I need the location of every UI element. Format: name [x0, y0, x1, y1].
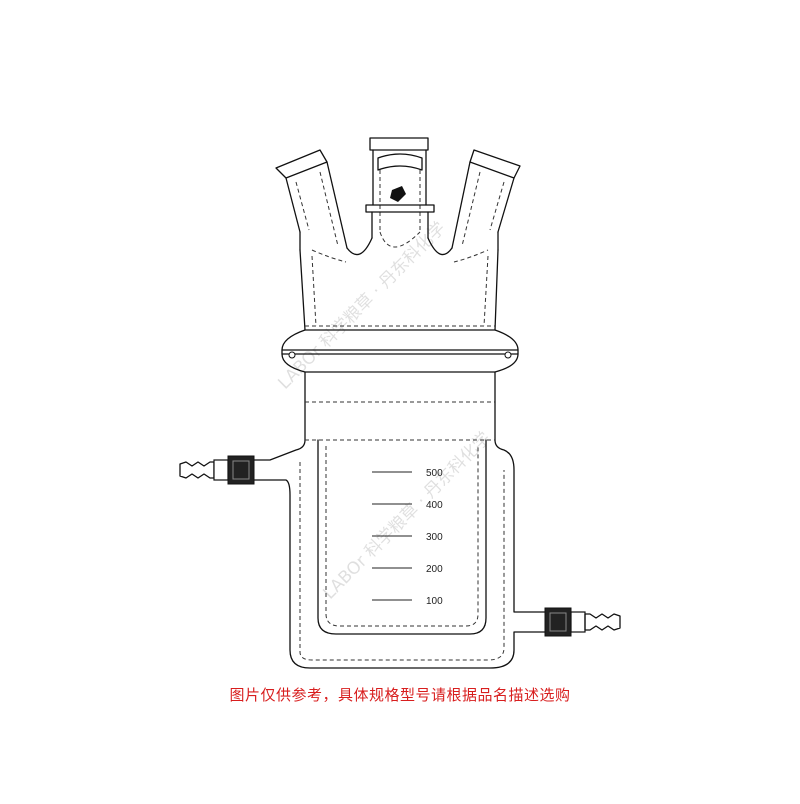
graduation-label-200: 200 — [426, 564, 443, 575]
jacket-outer — [229, 371, 546, 669]
center-neck — [365, 137, 435, 239]
right-hose-connector — [544, 607, 621, 637]
watermark-line-1: LABOr 科学粮草 · 丹东科化学 — [274, 218, 449, 393]
graduation-label-300: 300 — [426, 532, 443, 543]
watermark-line-2: LABOr 科学粮草 · 丹东科化学 — [319, 428, 494, 603]
vessel-inner — [305, 401, 495, 635]
graduation-label-400: 400 — [426, 500, 443, 511]
left-hose-connector — [179, 455, 255, 485]
graduation-label-500: 500 — [426, 468, 443, 479]
watermark: LABOr 科学粮草 · 丹东科化学 LABOr 科学粮草 · 丹东科化学 — [274, 218, 494, 603]
left-neck — [275, 149, 348, 249]
reactor-head — [299, 231, 499, 331]
graduation-scale: 500 400 300 200 100 — [372, 468, 443, 607]
right-neck — [451, 149, 521, 249]
disclaimer-caption: 图片仅供参考，具体规格型号请根据品名描述选购 — [229, 686, 571, 704]
graduation-label-100: 100 — [426, 596, 443, 607]
flange — [281, 325, 519, 373]
